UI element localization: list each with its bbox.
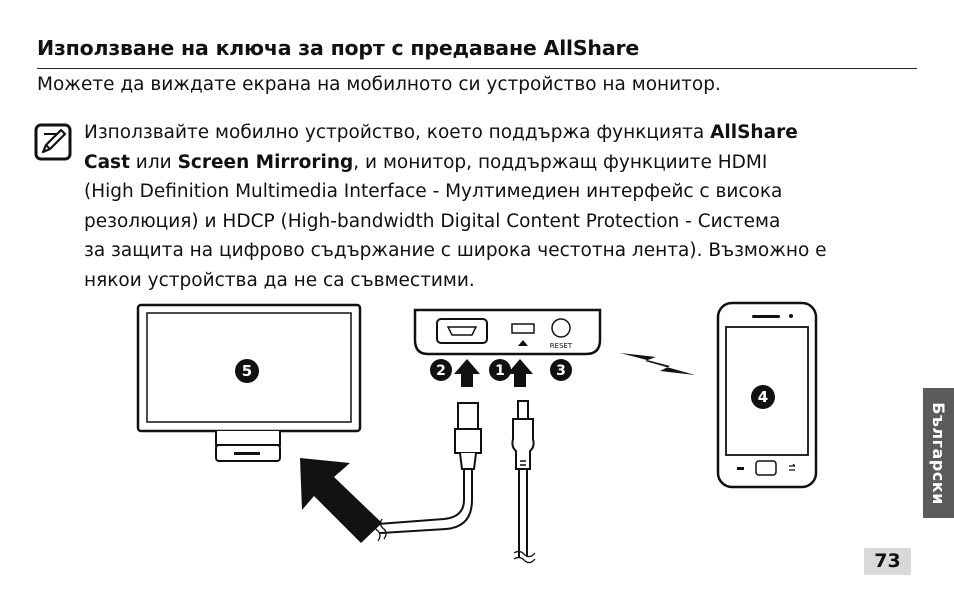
port-callouts: 2 1 3	[430, 359, 572, 381]
insert-arrow-icon	[454, 359, 533, 387]
monitor-icon	[136, 303, 362, 462]
dongle-icon: RESET	[413, 308, 602, 356]
callout-3: 3	[556, 363, 566, 379]
callout-4: 4	[758, 388, 768, 406]
note-line: Cast или Screen Mirroring, и монитор, по…	[84, 148, 904, 178]
note-line: Използвайте мобилно устройство, което по…	[84, 118, 904, 148]
callout-1: 1	[495, 363, 505, 379]
note-text-span: или	[129, 151, 178, 173]
title-divider	[37, 68, 917, 69]
callout-5: 5	[242, 362, 252, 380]
note-bold-cast: Cast	[84, 151, 130, 173]
connection-illustration: 5 RESET 2 1 3	[136, 301, 818, 564]
wireless-signal-icon	[620, 353, 695, 375]
note-line: резолюция) и HDCP (High-bandwidth Digita…	[84, 210, 781, 232]
note-line: за защита на цифрово съдържание с широка…	[84, 240, 827, 261]
page-number: 73	[864, 548, 911, 575]
connect-arrow-icon	[300, 458, 382, 543]
note-line: някои устройства да не са съвместими.	[84, 269, 475, 291]
hdmi-cable-icon	[377, 402, 482, 534]
section-subtitle: Можете да виждате екрана на мобилното си…	[37, 74, 721, 95]
smartphone-icon	[716, 301, 818, 489]
monitor-callout: 5	[235, 359, 259, 383]
language-tab: Български	[923, 388, 954, 518]
cable-break-mark	[373, 518, 536, 564]
note-line: (High Definition Multimedia Interface - …	[84, 181, 783, 202]
page-title: Използване на ключа за порт с предаване …	[37, 36, 640, 60]
note-text-span: Използвайте мобилно устройство, което по…	[84, 122, 711, 143]
language-label: Български	[929, 401, 949, 505]
reset-label: RESET	[550, 342, 573, 350]
note-text: Използвайте мобилно устройство, което по…	[84, 118, 904, 295]
usb-cable-icon	[511, 400, 535, 557]
note-bold-screen-mirroring: Screen Mirroring	[177, 151, 354, 173]
phone-callout: 4	[751, 385, 775, 409]
note-bold-allshare: AllShare	[710, 122, 798, 143]
callout-2: 2	[436, 363, 446, 379]
note-pencil-icon	[34, 123, 72, 161]
note-text-span: , и монитор, поддържащ функциите HDMI	[353, 151, 768, 173]
